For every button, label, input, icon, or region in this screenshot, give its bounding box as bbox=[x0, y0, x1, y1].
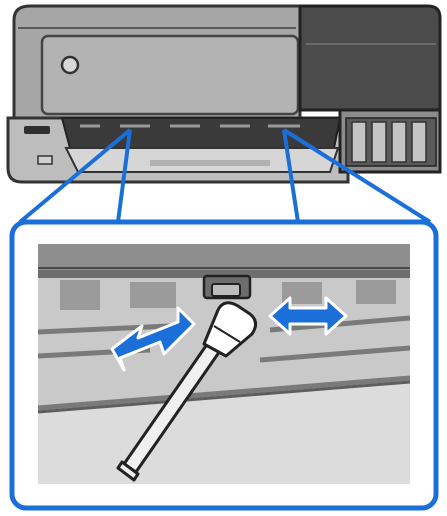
power-button-icon bbox=[62, 57, 78, 73]
front-panel bbox=[42, 36, 298, 114]
printer bbox=[8, 6, 440, 182]
usb-port bbox=[38, 156, 52, 164]
control-panel-screen bbox=[300, 6, 440, 110]
printer-interior bbox=[62, 118, 340, 148]
upper-rail bbox=[38, 244, 410, 274]
ink-tank bbox=[340, 110, 440, 172]
detail-view bbox=[38, 244, 410, 484]
memory-card-slot bbox=[24, 126, 50, 134]
roller-part bbox=[204, 276, 250, 298]
